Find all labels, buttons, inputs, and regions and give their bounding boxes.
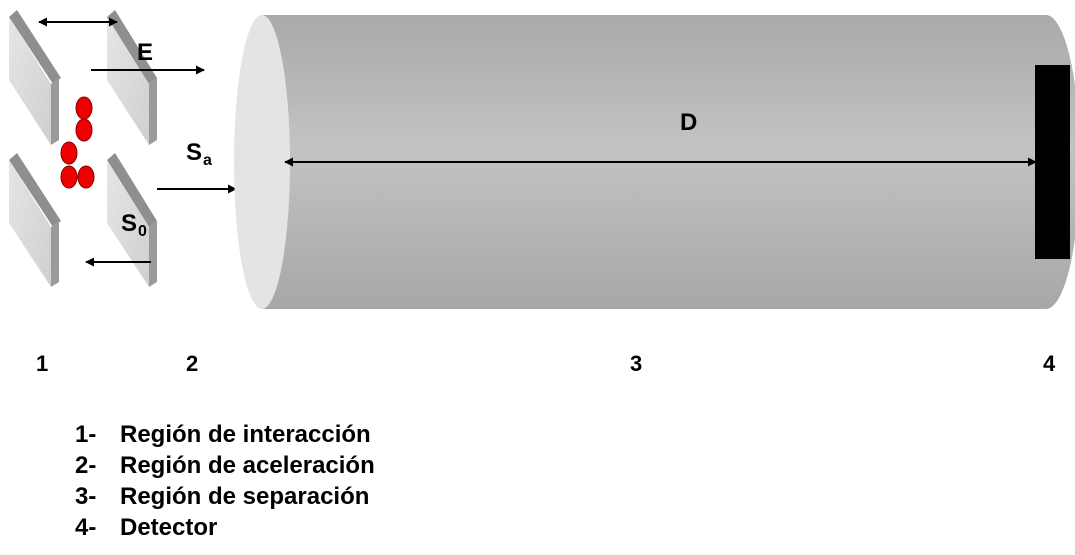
initial-position-label-s0: S0 [121,210,147,241]
sa-subscript: a [203,152,212,169]
legend-label: Detector [120,514,218,541]
tube-entrance-face [234,15,290,309]
particle [60,165,78,189]
region-number-3: 3 [630,351,643,376]
plate-lower-right [107,153,157,287]
sa-main: S [186,139,203,166]
particle [77,165,95,189]
legend-label: Región de aceleración [120,452,375,479]
s0-subscript: 0 [138,223,147,240]
legend-number: 2- [75,452,97,479]
legend-item: 4- Detector [75,512,375,543]
legend: 1- Región de interacción 2- Región de acel… [75,419,375,543]
legend-number: 4- [75,514,97,541]
detector [1035,65,1070,259]
legend-item: 2- Región de aceleración [75,450,375,481]
particles [60,96,95,189]
plate-upper-left [9,10,61,145]
region-number-4: 4 [1043,351,1056,376]
plate-upper-right [107,10,157,145]
legend-number: 1- [75,421,97,448]
particle [60,141,78,165]
drift-distance-label-d: D [680,109,698,136]
particle [75,118,93,142]
legend-label: Región de separación [120,483,370,510]
s0-main: S [121,210,138,237]
field-label-e: E [137,39,154,66]
legend-label: Región de interacción [120,421,371,448]
plate-lower-left [9,153,61,287]
particle [75,96,93,120]
legend-item: 1- Región de interacción [75,419,375,450]
region-number-1: 1 [36,351,49,376]
legend-item: 3- Región de separación [75,481,375,512]
acceleration-label-sa: Sa [186,139,212,170]
region-number-2: 2 [186,351,199,376]
legend-number: 3- [75,483,97,510]
